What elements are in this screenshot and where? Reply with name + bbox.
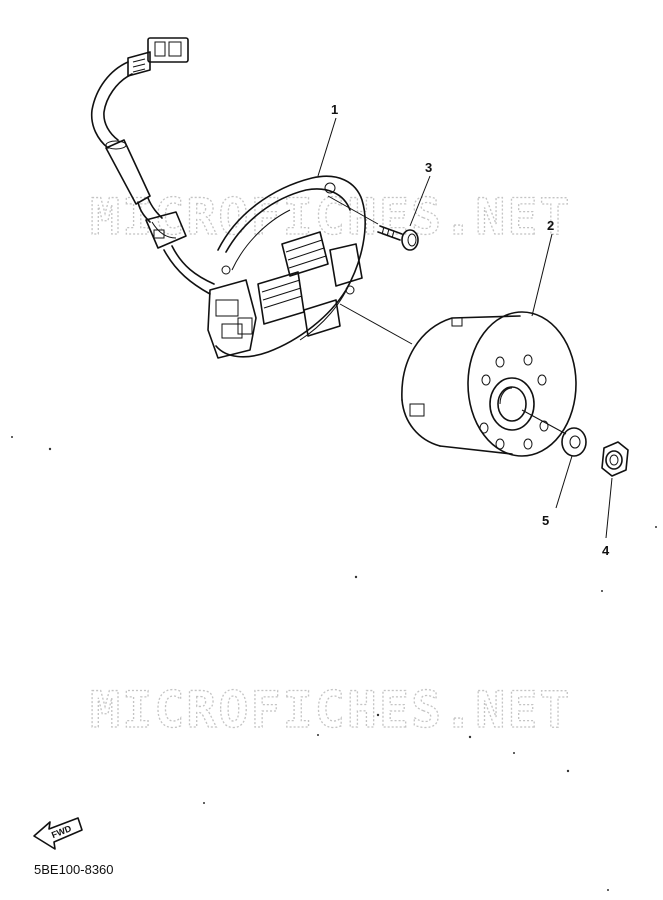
nut [601,441,629,477]
callout-label-2: 2 [547,218,554,233]
wire-connector [127,37,189,77]
callout-label-1: 1 [331,102,338,117]
watermark-top: MICROFICHES.NET [90,188,572,246]
callout-label-3: 3 [425,160,432,175]
washer [561,427,587,457]
fwd-label: FWD [50,823,73,840]
assembly-axis-line [327,195,567,435]
scan-specks [11,436,657,891]
rotor-flywheel [401,311,577,457]
callout-label-5: 5 [542,513,549,528]
screw [377,225,419,251]
leader-lines [317,117,613,539]
callout-label-4: 4 [602,543,610,558]
reference-code: 5BE100-8360 [34,862,114,877]
wire-harness [90,61,215,295]
stator-assembly [207,175,366,359]
forward-direction-arrow-icon [33,817,83,850]
watermark-bottom: MICROFICHES.NET [90,681,572,739]
